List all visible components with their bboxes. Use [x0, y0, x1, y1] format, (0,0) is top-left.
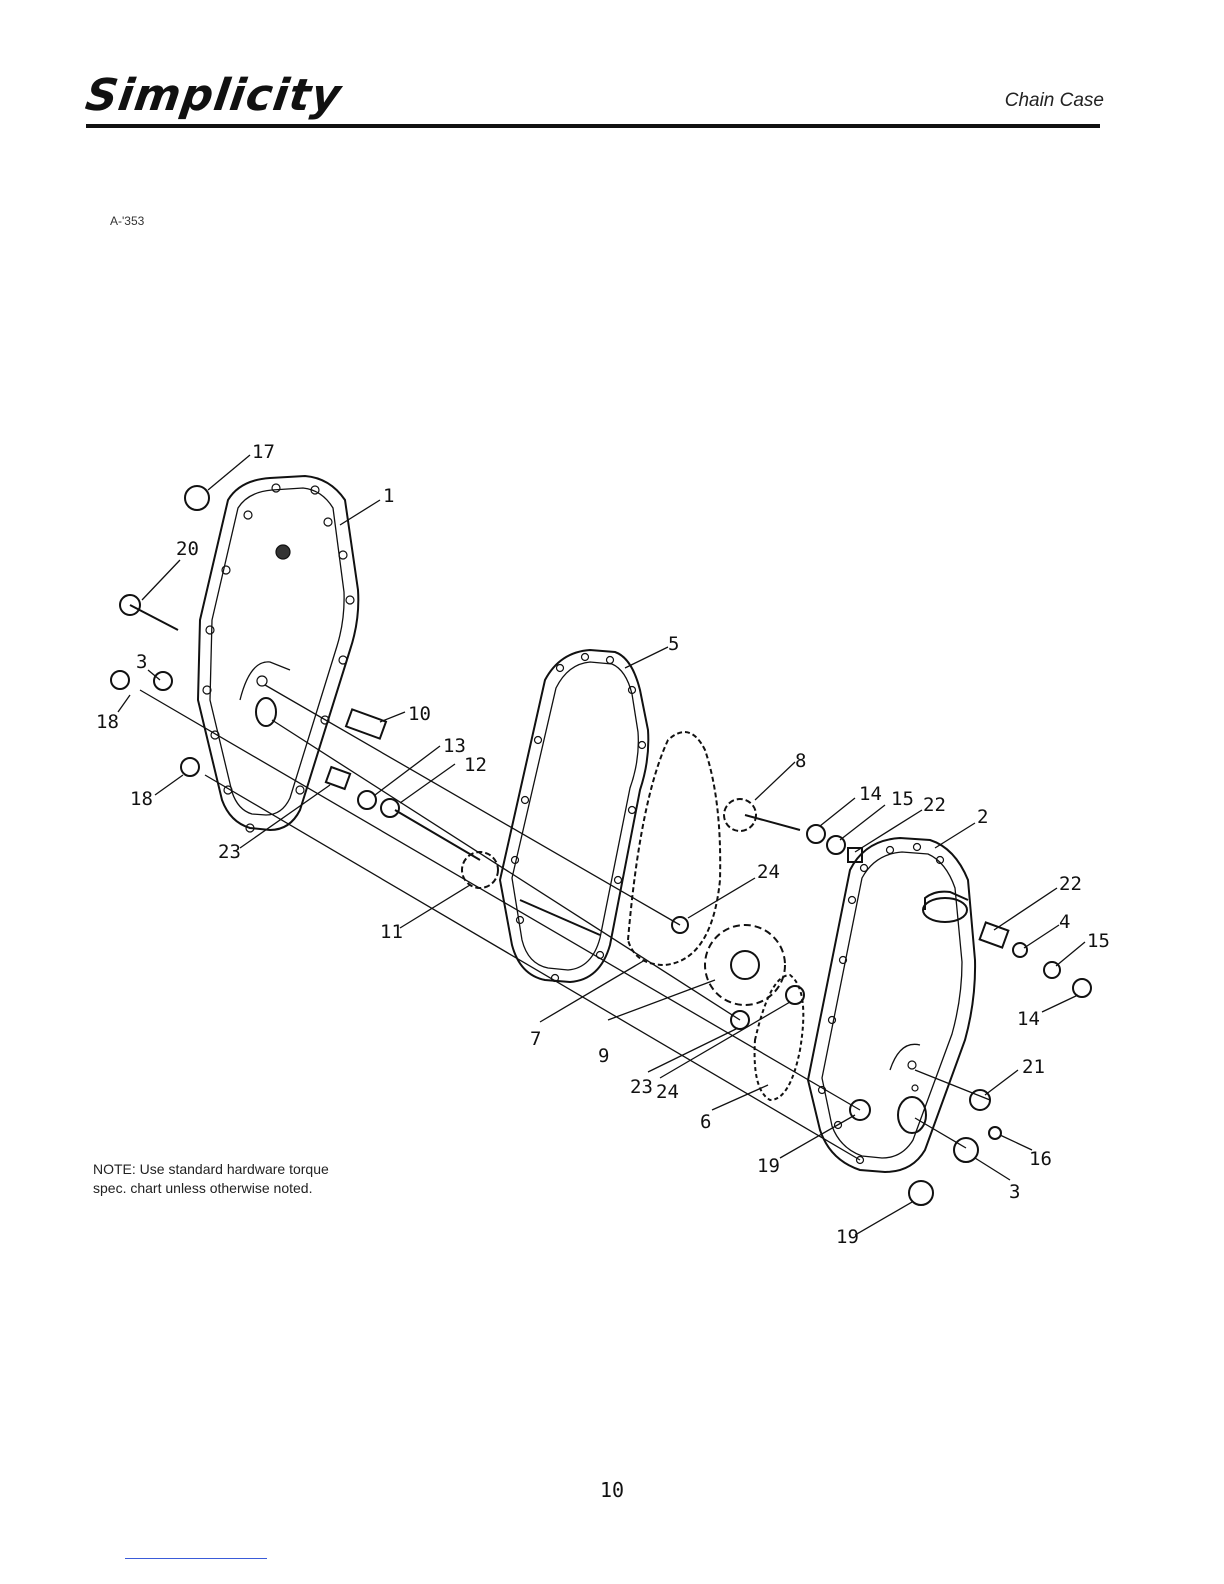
- footer-link-line: [125, 1558, 267, 1559]
- callout-23-left: 23: [218, 841, 241, 863]
- callout-14-right: 14: [1017, 1008, 1040, 1030]
- callout-1: 1: [383, 485, 394, 507]
- callout-labels: 17 1 20 3 18 18 10 13 12 23 11 5 8 14 15…: [96, 441, 1110, 1248]
- left-case-cover: [198, 476, 358, 832]
- callout-11: 11: [380, 921, 403, 943]
- callout-12: 12: [464, 754, 487, 776]
- callout-6: 6: [700, 1111, 711, 1133]
- page-number: 10: [0, 1478, 1224, 1502]
- callout-18-lower: 18: [130, 788, 153, 810]
- callout-15-right: 15: [1087, 930, 1110, 952]
- callout-21: 21: [1022, 1056, 1045, 1078]
- callout-24-lower: 24: [656, 1081, 679, 1103]
- callout-16: 16: [1029, 1148, 1052, 1170]
- callout-22-right: 22: [1059, 873, 1082, 895]
- callout-14-upper: 14: [859, 783, 882, 805]
- torque-note: NOTE: Use standard hardware torque spec.…: [93, 1160, 353, 1198]
- callout-24-upper: 24: [757, 861, 780, 883]
- callout-10: 10: [408, 703, 431, 725]
- callout-19-upper: 19: [757, 1155, 780, 1177]
- callout-4: 4: [1059, 911, 1070, 933]
- callout-17: 17: [252, 441, 275, 463]
- callout-20: 20: [176, 538, 199, 560]
- gasket: [500, 650, 648, 982]
- callout-13: 13: [443, 735, 466, 757]
- callout-19-lower: 19: [836, 1226, 859, 1248]
- callout-3-left: 3: [136, 651, 147, 673]
- callout-7: 7: [530, 1028, 541, 1050]
- callout-23-lower: 23: [630, 1076, 653, 1098]
- callout-18-upper: 18: [96, 711, 119, 733]
- right-case-half: [808, 838, 975, 1172]
- callout-5: 5: [668, 633, 679, 655]
- callout-8: 8: [795, 750, 806, 772]
- callout-15-upper: 15: [891, 788, 914, 810]
- callout-22-upper: 22: [923, 794, 946, 816]
- alignment-lines: [140, 685, 990, 1160]
- callout-2: 2: [977, 806, 988, 828]
- callout-9: 9: [598, 1045, 609, 1067]
- leader-lines: [118, 455, 1085, 1235]
- callout-3-right: 3: [1009, 1181, 1020, 1203]
